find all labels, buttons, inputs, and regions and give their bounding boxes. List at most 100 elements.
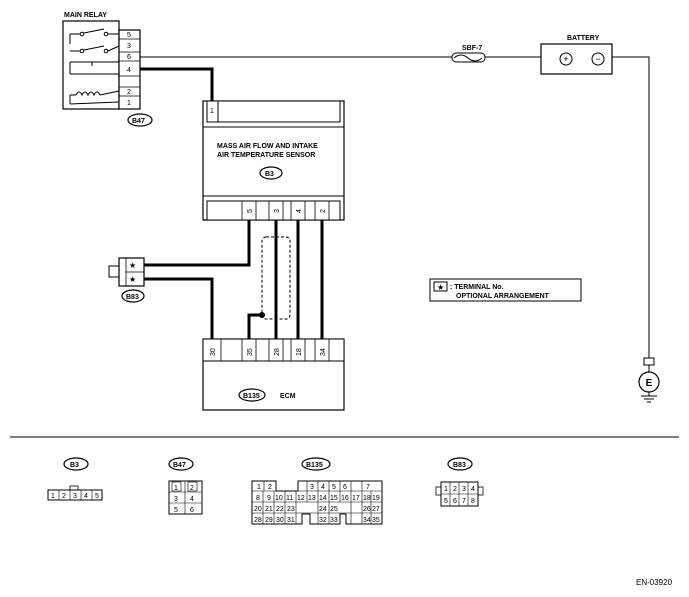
b83-connector: ★ ★ B83 <box>108 257 145 303</box>
battery-minus-icon: − <box>595 54 600 64</box>
legend-line2: OPTIONAL ARRANGEMENT <box>456 293 550 300</box>
ecm-pin-35: 35 <box>247 348 254 356</box>
connector-tag-b83-label: B83 <box>126 294 139 301</box>
b135-view-pin: 7 <box>366 484 370 491</box>
b83-pin-star-upper: ★ <box>129 261 136 270</box>
b135-view-pin: 22 <box>276 506 284 513</box>
b47-view-pin: 6 <box>190 507 194 514</box>
b135-view-pin: 23 <box>287 506 295 513</box>
legend: ★ : TERMINAL No. OPTIONAL ARRANGEMENT <box>429 278 582 302</box>
b135-view-pin: 13 <box>308 495 316 502</box>
maf-title-line1: MASS AIR FLOW AND INTAKE <box>217 143 318 150</box>
relay-terminal-4: 4 <box>127 67 131 74</box>
ground-point: E <box>638 357 660 403</box>
b3-view-pin: 2 <box>62 493 66 500</box>
fuse-sbf7: SBF-7 <box>451 45 486 63</box>
relay-terminal-2: 2 <box>127 89 131 96</box>
fuse-body <box>451 52 486 63</box>
connector-tag-b83 <box>121 289 145 303</box>
b3-latch <box>69 485 79 491</box>
b47-view-pin: 3 <box>174 496 178 503</box>
shielded-cable-outline <box>261 236 291 320</box>
b135-view-pin: 35 <box>372 517 380 524</box>
b135-view-pin: 29 <box>265 517 273 524</box>
ecm-pin-34: 34 <box>320 348 327 356</box>
b135-view-pin: 2 <box>268 484 272 491</box>
b83-view-pin: 8 <box>471 498 475 505</box>
b83-view-pin: 3 <box>462 486 466 493</box>
connector-tag-b3-label: B3 <box>265 171 274 178</box>
maf-title-line2: AIR TEMPERATURE SENSOR <box>217 152 315 159</box>
b135-view-pin: 1 <box>257 484 261 491</box>
battery-label: BATTERY <box>567 35 600 42</box>
maf-bottom-connector <box>206 200 341 221</box>
b47-view-pin: 1 <box>174 485 178 492</box>
battery-minus-terminal <box>591 52 605 66</box>
maf-pin-5: 5 <box>247 209 254 213</box>
view-tag-b135-label: B135 <box>306 462 323 469</box>
view-tag-b83 <box>447 457 473 471</box>
connector-view-b3: B3 1 2 3 4 5 <box>47 457 103 501</box>
maf-pin-1: 1 <box>210 108 214 115</box>
b83-view-pin: 2 <box>453 486 457 493</box>
figure-code: EN-03920 <box>636 578 673 587</box>
view-tag-b135 <box>301 457 331 471</box>
b83-view-pin: 1 <box>444 486 448 493</box>
b135-view-pin: 5 <box>332 484 336 491</box>
ground-label: E <box>646 378 653 389</box>
fuse-label: SBF-7 <box>462 45 482 52</box>
b135-view-pin: 14 <box>319 495 327 502</box>
shield-junction-dot <box>259 312 265 318</box>
connector-tag-b47-label: B47 <box>132 118 145 125</box>
main-relay-title: MAIN RELAY <box>64 12 107 19</box>
connector-tag-b47 <box>127 113 153 127</box>
b135-view-pin: 4 <box>321 484 325 491</box>
b135-view-pin: 15 <box>330 495 338 502</box>
ecm-pin-30: 30 <box>210 348 217 356</box>
connector-view-b47: B47 1 2 3 4 5 6 <box>168 457 203 515</box>
legend-box <box>429 278 582 302</box>
b3-view-pin: 3 <box>73 493 77 500</box>
b135-view-pin: 26 <box>363 506 371 513</box>
wire-shield-to-ecm35 <box>247 313 262 339</box>
maf-pin-2: 2 <box>320 209 327 213</box>
relay-terminal-6: 6 <box>127 54 131 61</box>
relay-terminal-5: 5 <box>127 32 131 39</box>
ground-terminal <box>643 357 655 366</box>
b135-view-pin: 10 <box>275 495 283 502</box>
b135-view-pin: 31 <box>287 517 295 524</box>
b83-right-tab <box>477 486 484 496</box>
connector-tag-b135-label: B135 <box>243 393 260 400</box>
b135-view-pin: 34 <box>363 517 371 524</box>
legend-star-icon: ★ <box>437 283 444 292</box>
b135-view-pin: 8 <box>256 495 260 502</box>
b83-view-pin: 6 <box>453 498 457 505</box>
main-relay: MAIN RELAY 5 3 6 4 2 1 <box>62 12 153 127</box>
connector-tag-b3 <box>259 166 283 180</box>
b3-face <box>47 489 103 501</box>
ecm-title: ECM <box>280 393 296 400</box>
b47-view-pin: 4 <box>190 496 194 503</box>
b47-view-pin: 5 <box>174 507 178 514</box>
b3-view-pin: 1 <box>51 493 55 500</box>
b135-view-pin: 21 <box>265 506 273 513</box>
legend-line1: : TERMINAL No. <box>450 284 504 291</box>
b83-pin-star-lower: ★ <box>129 275 136 284</box>
connector-view-b135: B135 1 2 3 4 5 6 7 8 9 10 11 12 <box>251 457 383 525</box>
b135-view-pin: 17 <box>352 495 360 502</box>
b135-view-pin: 20 <box>254 506 262 513</box>
b135-view-pin: 3 <box>310 484 314 491</box>
relay-terminal-1: 1 <box>127 100 131 107</box>
b135-view-pin: 28 <box>254 517 262 524</box>
b83-housing-tab <box>108 265 120 278</box>
b135-view-pin: 9 <box>267 495 271 502</box>
ecm-connector <box>202 338 345 362</box>
battery-plus-icon: + <box>563 54 568 64</box>
b135-view-pin: 24 <box>319 506 327 513</box>
view-tag-b83-label: B83 <box>453 462 466 469</box>
view-tag-b47 <box>168 457 194 471</box>
legend-star-box <box>433 281 448 292</box>
battery-plus-terminal <box>559 52 573 66</box>
relay-terminal-3: 3 <box>127 43 131 50</box>
view-tag-b3 <box>63 457 89 471</box>
